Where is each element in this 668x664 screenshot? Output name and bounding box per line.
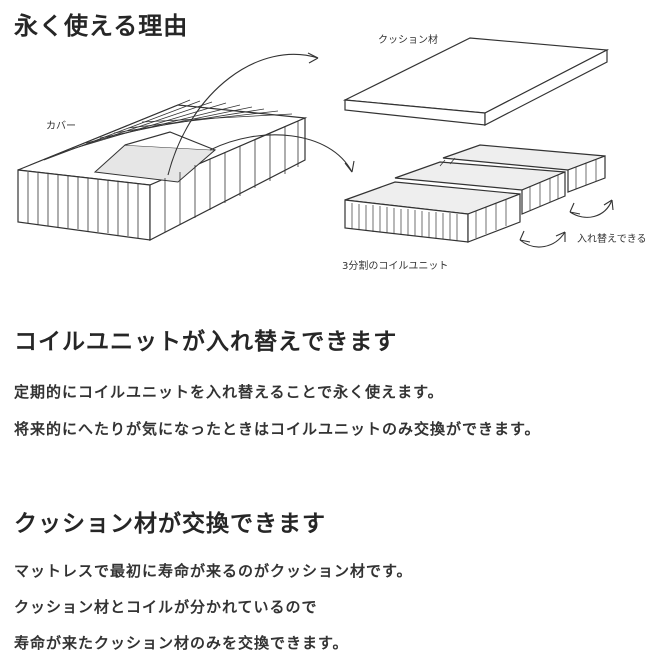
page-title: 永く使える理由	[14, 12, 189, 40]
cushion-label: クッション材	[378, 35, 438, 46]
coil-units	[344, 144, 606, 243]
swap-label: 入れ替えできる	[577, 234, 647, 245]
body-line: 定期的にコイルユニットを入れ替えることで永く使えます。	[14, 383, 444, 401]
cushion-pad	[342, 37, 610, 126]
body-line: マットレスで最初に寿命が来るのがクッション材です。	[14, 562, 413, 580]
covered-mattress	[17, 99, 308, 241]
body-line: 寿命が来たクッション材のみを交換できます。	[14, 634, 349, 652]
coil-unit-label: 3分割のコイルユニット	[342, 261, 449, 272]
body-line: 将来的にへたりが気になったときはコイルユニットのみ交換ができます。	[14, 420, 541, 438]
cover-label: カバー	[46, 121, 76, 132]
mattress-diagram	[17, 37, 614, 248]
section-heading-coil: コイルユニットが入れ替えできます	[14, 329, 398, 355]
section-heading-cushion: クッション材が交換できます	[14, 511, 326, 537]
body-line: クッション材とコイルが分かれているので	[14, 598, 318, 616]
